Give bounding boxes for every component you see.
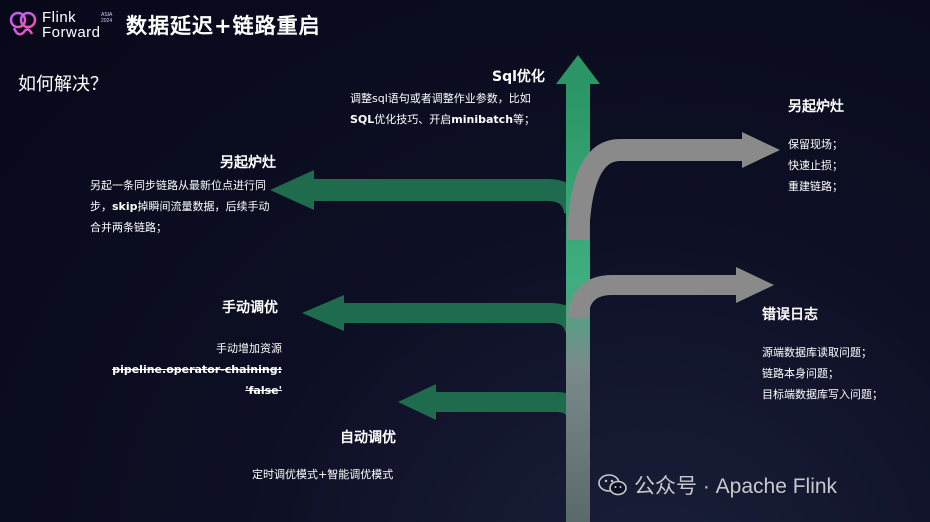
watermark-text: 公众号 · Apache Flink [634, 475, 838, 498]
auto-tune-description: 定时调优模式+智能调优模式 [252, 468, 394, 481]
right-rebuild-title: 另起炉灶 [788, 99, 844, 115]
manual-line-3: 'false' [245, 384, 282, 397]
flink-logo-icon [9, 11, 37, 36]
logo-wordmark: Flink Forward [42, 10, 101, 40]
right-rebuild-list: 保留现场； 快速止损； 重建链路； [788, 134, 843, 197]
branch-left-rebuild [270, 170, 586, 215]
left-rebuild-post: 掉瞬间流量数据，后续手动 [137, 200, 270, 213]
sql-minibatch: minibatch [451, 113, 514, 126]
question-heading: 如何解决？ [18, 74, 108, 95]
sql-title: Sql优化 [492, 69, 545, 85]
sql-bold: SQL [350, 113, 375, 126]
error-log-item: 链路本身问题； [762, 367, 839, 380]
left-rebuild-title: 另起炉灶 [220, 155, 276, 171]
logo-tag: ASIA 2024 [101, 12, 112, 24]
left-rebuild-pre: 步， [90, 200, 112, 213]
left-rebuild-line-1: 另起一条同步链路从最新位点进行同 [90, 179, 266, 192]
flink-forward-logo: Flink Forward ASIA 2024 [8, 8, 116, 42]
left-rebuild-description: 另起一条同步链路从最新位点进行同 步，skip掉瞬间流量数据，后续手动 合并两条… [90, 175, 270, 238]
error-log-item: 源端数据库读取问题； [762, 346, 872, 359]
manual-line-1: 手动增加资源 [216, 342, 282, 355]
manual-tune-description: 手动增加资源 pipeline.operator-chaining: 'fals… [112, 338, 282, 401]
left-rebuild-line-2: 步，skip掉瞬间流量数据，后续手动 [90, 196, 270, 217]
logo-line-2: Forward [42, 24, 101, 41]
page-title: 数据延迟+链路重启 [126, 14, 321, 38]
right-rebuild-item: 快速止损； [788, 159, 843, 172]
error-log-list: 源端数据库读取问题； 链路本身问题； 目标端数据库写入问题； [762, 342, 883, 405]
branch-auto-tune [398, 384, 588, 422]
sql-mid: 优化技巧、开启 [374, 113, 452, 126]
right-rebuild-item: 重建链路； [788, 180, 843, 193]
sql-description: 调整sql语句或者调整作业参数，比如 SQL优化技巧、开启minibatch等； [350, 88, 535, 130]
manual-tune-title: 手动调优 [222, 300, 278, 316]
wechat-icon [598, 474, 627, 496]
left-rebuild-line-3: 合并两条链路； [90, 221, 167, 234]
logo-line-1: Flink [42, 9, 77, 26]
manual-line-2: pipeline.operator-chaining: [112, 363, 282, 376]
error-log-title: 错误日志 [762, 307, 818, 323]
logo-tag-asia: ASIA [101, 12, 113, 18]
auto-tune-title: 自动调优 [340, 430, 396, 446]
branch-error-log [568, 267, 774, 320]
sql-end: 等； [513, 113, 536, 126]
left-rebuild-skip: skip [112, 200, 138, 213]
branch-right-rebuild [567, 132, 780, 241]
right-rebuild-item: 保留现场； [788, 138, 843, 151]
sql-line-1: 调整sql语句或者调整作业参数，比如 [350, 92, 531, 105]
logo-tag-year: 2024 [101, 18, 113, 24]
error-log-item: 目标端数据库写入问题； [762, 388, 883, 401]
branch-manual-tune [302, 295, 585, 333]
sql-line-2: SQL优化技巧、开启minibatch等； [350, 109, 535, 130]
